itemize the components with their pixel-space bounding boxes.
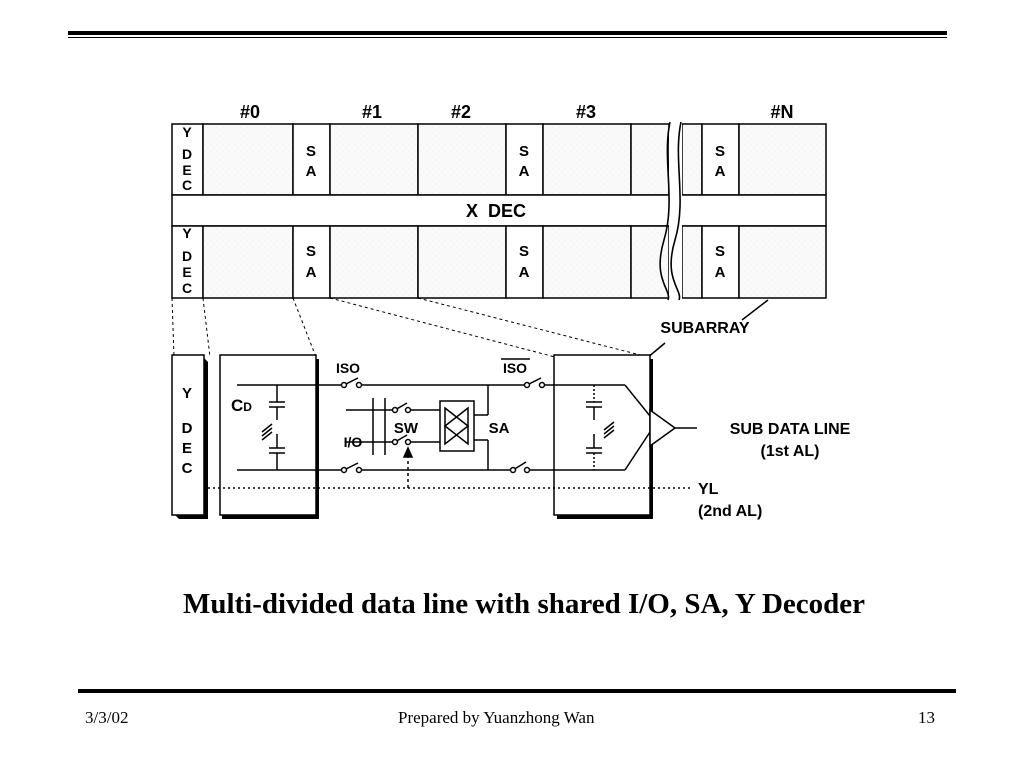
sw-label: SW (394, 420, 419, 437)
bottom-rule (78, 689, 956, 693)
lower-array-row (171, 225, 827, 299)
svg-text:C: C (182, 280, 192, 296)
detail-right-array-block (553, 354, 653, 519)
svg-text:A: A (519, 264, 530, 281)
svg-text:A: A (715, 264, 726, 281)
subarray-pointer (741, 299, 769, 321)
svg-text:S: S (306, 243, 316, 260)
sub-data-line-driver (649, 408, 697, 448)
array-label-3: #3 (576, 102, 596, 122)
svg-text:D: D (182, 420, 193, 437)
sa-detail-label: SA (489, 420, 510, 437)
svg-text:Y: Y (182, 385, 192, 402)
footer-page-number: 13 (918, 708, 935, 727)
upper-array-row (171, 123, 827, 196)
x-dec-label: X DEC (466, 201, 526, 221)
iso-switch-right (509, 377, 546, 474)
svg-text:S: S (715, 243, 725, 260)
break-line-right (670, 121, 682, 301)
svg-text:A: A (306, 163, 317, 180)
svg-text:S: S (306, 143, 316, 160)
cell-capacitor-right (586, 385, 615, 470)
sense-amplifier (439, 400, 488, 452)
cd-label: CD (231, 396, 252, 415)
svg-text:A: A (715, 163, 726, 180)
cell-capacitor-left (261, 385, 285, 470)
array-label-n: #N (770, 102, 793, 122)
iso-switch-left (340, 377, 363, 474)
detail-left-array-block (219, 354, 319, 519)
y-dec-upper-label: Y D E C (182, 124, 192, 193)
top-rule-thin (68, 37, 947, 38)
svg-text:D: D (182, 146, 192, 162)
svg-text:E: E (182, 264, 191, 280)
io-switches (346, 398, 440, 488)
sa-labels: S A S A S A S A S A S A (306, 143, 726, 281)
svg-text:A: A (519, 163, 530, 180)
subarray-label: SUBARRAY (660, 320, 750, 337)
projection-lines (171, 297, 649, 358)
footer-author: Prepared by Yuanzhong Wan (398, 708, 595, 727)
svg-text:E: E (182, 440, 192, 457)
io-label: I/O (344, 434, 363, 450)
svg-text:A: A (306, 264, 317, 281)
iso-bar-label: ISO (503, 360, 527, 376)
slide-caption: Multi-divided data line with shared I/O,… (182, 588, 866, 620)
svg-text:Y: Y (182, 225, 192, 241)
array-label-1: #1 (362, 102, 382, 122)
yl-label: YL (698, 481, 719, 498)
yl-sublabel: (2nd AL) (698, 503, 762, 520)
y-dec-lower-label: Y D E C (182, 225, 192, 296)
svg-text:E: E (182, 162, 191, 178)
svg-text:S: S (715, 143, 725, 160)
footer-date: 3/3/02 (85, 708, 129, 727)
detail-y-dec-block: Y D E C (171, 354, 208, 519)
svg-text:D: D (182, 248, 192, 264)
bit-lines (237, 384, 651, 471)
svg-text:S: S (519, 143, 529, 160)
sub-data-line-sublabel: (1st AL) (761, 443, 820, 460)
top-rule (68, 31, 947, 35)
break-line-left (659, 121, 671, 301)
array-label-2: #2 (451, 102, 471, 122)
svg-text:S: S (519, 243, 529, 260)
svg-text:C: C (182, 460, 193, 477)
memory-array-diagram: #0 #1 #2 #3 #N X DEC (171, 102, 851, 520)
x-dec-band (171, 194, 827, 227)
iso-label: ISO (336, 360, 360, 376)
svg-text:Y: Y (182, 124, 192, 140)
array-label-0: #0 (240, 102, 260, 122)
svg-text:C: C (182, 177, 192, 193)
sub-data-line-label: SUB DATA LINE (730, 421, 851, 438)
